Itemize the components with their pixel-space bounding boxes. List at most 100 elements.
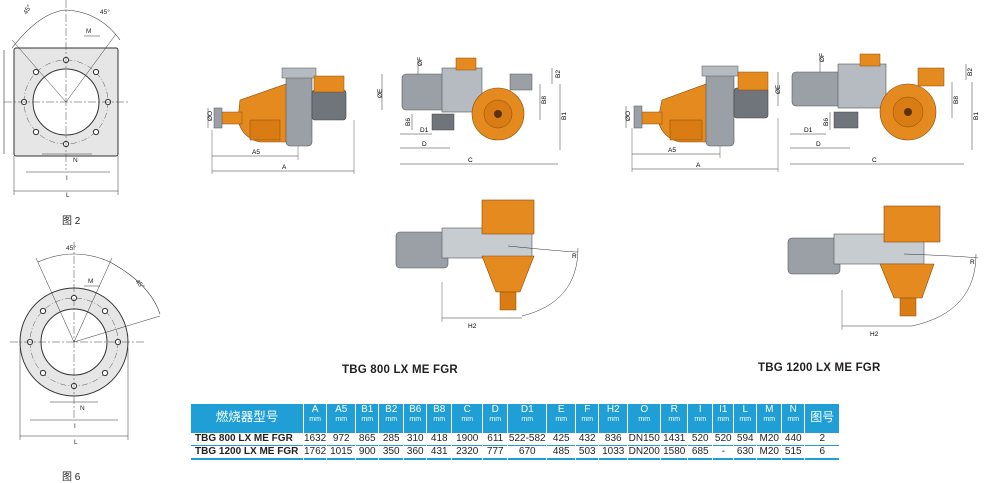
burner-800-f-label: ØF <box>417 57 424 66</box>
value-cell-a5: 972 <box>327 433 356 446</box>
value-cell-d: 777 <box>483 446 508 460</box>
burner-800-o-label: ØO <box>207 111 214 121</box>
value-cell-f: 503 <box>576 446 599 460</box>
burner-800-top-view: R H2 <box>395 199 579 330</box>
value-cell-b1: 900 <box>356 446 379 460</box>
burner-800-a5-label: A5 <box>252 149 260 156</box>
fig6-angle-top: 45° <box>66 244 76 252</box>
fig2-angle-right: 45° <box>100 8 110 16</box>
value-cell-c: 1900 <box>452 433 483 446</box>
value-cell-b2: 350 <box>379 446 404 460</box>
fig2-l-label: L <box>66 192 70 199</box>
burner-800-c-label: C <box>468 157 473 164</box>
burner-1200-a-label: A <box>696 162 701 169</box>
value-cell-d1: 522-582 <box>508 433 547 446</box>
fig2-m-label: M <box>86 28 91 35</box>
value-cell-m: M20 <box>757 446 782 460</box>
burner-800-front-view: ØE ØF B6 D1 D C B2 B8 B1 <box>377 57 568 165</box>
value-cell-r: 1580 <box>661 446 688 460</box>
value-cell-b1: 865 <box>356 433 379 446</box>
burner-1200-b1-label: B1 <box>973 112 980 120</box>
burner-800-r-label: R <box>572 253 577 260</box>
value-cell-m: M20 <box>757 433 782 446</box>
fig2-i-label: I <box>66 175 68 182</box>
flange-drawing-round: 45° 45° M N I L <box>10 242 161 446</box>
burner-1200-top-view: R H2 <box>787 205 979 338</box>
fig6-n-label: N <box>80 405 85 412</box>
value-cell-i: 685 <box>688 446 713 460</box>
value-cell-o: DN150 <box>628 433 661 446</box>
flange-drawing-square: 45° 45° M N I L <box>3 0 130 199</box>
figure-cell: 6 <box>805 446 840 460</box>
value-cell-e: 425 <box>547 433 576 446</box>
value-cell-h2: 1033 <box>599 446 628 460</box>
burner-1200-b6-label: B6 <box>823 118 830 126</box>
burner-1200-f-label: ØF <box>819 53 826 62</box>
burner-800-a-label: A <box>282 164 287 171</box>
value-cell-c: 2320 <box>452 446 483 460</box>
figure-header: 图号 <box>805 404 840 433</box>
model-header: 燃烧器型号 <box>191 404 303 433</box>
value-cell-l: 594 <box>734 433 757 446</box>
value-cell-b6: 360 <box>404 446 427 460</box>
burner-1200-b2-label: B2 <box>967 68 974 76</box>
burner-1200-a5-label: A5 <box>668 147 676 154</box>
burner-1200-d1-label: D1 <box>804 127 813 134</box>
fig6-caption: 图 6 <box>62 472 81 483</box>
value-cell-b8: 418 <box>427 433 452 446</box>
burner-1200-r-label: R <box>970 259 975 266</box>
burner-800-b2-label: B2 <box>555 70 562 78</box>
value-cell-i1: - <box>713 446 734 460</box>
value-cell-b6: 310 <box>404 433 427 446</box>
value-cell-a: 1762 <box>304 446 327 460</box>
burner-1200-b8-label: B8 <box>953 96 960 104</box>
fig6-i-label: I <box>74 423 76 430</box>
value-cell-f: 432 <box>576 433 599 446</box>
burner-800-b6-label: B6 <box>405 118 412 126</box>
burner-800-side-view: ØO A5 A <box>207 67 355 174</box>
burner-1200-c-label: C <box>872 157 877 164</box>
value-cell-n: 515 <box>782 446 805 460</box>
model-cell: TBG 1200 LX ME FGR <box>191 446 303 460</box>
burner-800-d1-label: D1 <box>420 127 429 134</box>
burner-1200-d-label: D <box>816 141 821 148</box>
value-cell-o: DN200 <box>628 446 661 460</box>
figure-cell: 2 <box>805 433 840 446</box>
burner-800-title: TBG 800 LX ME FGR <box>342 364 458 376</box>
burner-800-d-label: D <box>422 141 427 148</box>
model-cell: TBG 800 LX ME FGR <box>191 433 303 446</box>
burner-1200-e-label: ØE <box>775 84 782 94</box>
value-cell-i: 520 <box>688 433 713 446</box>
burner-1200-front-view: ØE ØF B6 D1 D C B2 B8 B1 <box>775 53 980 165</box>
burner-1200-title: TBG 1200 LX ME FGR <box>758 362 881 374</box>
burner-800-b8-label: B8 <box>541 96 548 104</box>
value-cell-i1: 520 <box>713 433 734 446</box>
burner-1200-h2-label: H2 <box>870 331 879 338</box>
burner-800-h2-label: H2 <box>468 323 477 330</box>
value-cell-h2: 836 <box>599 433 628 446</box>
value-cell-b2: 285 <box>379 433 404 446</box>
value-cell-d1: 670 <box>508 446 547 460</box>
value-cell-d: 611 <box>483 433 508 446</box>
burner-800-b1-label: B1 <box>561 112 568 120</box>
burner-1200-side-view: ØO A5 A <box>625 65 779 172</box>
